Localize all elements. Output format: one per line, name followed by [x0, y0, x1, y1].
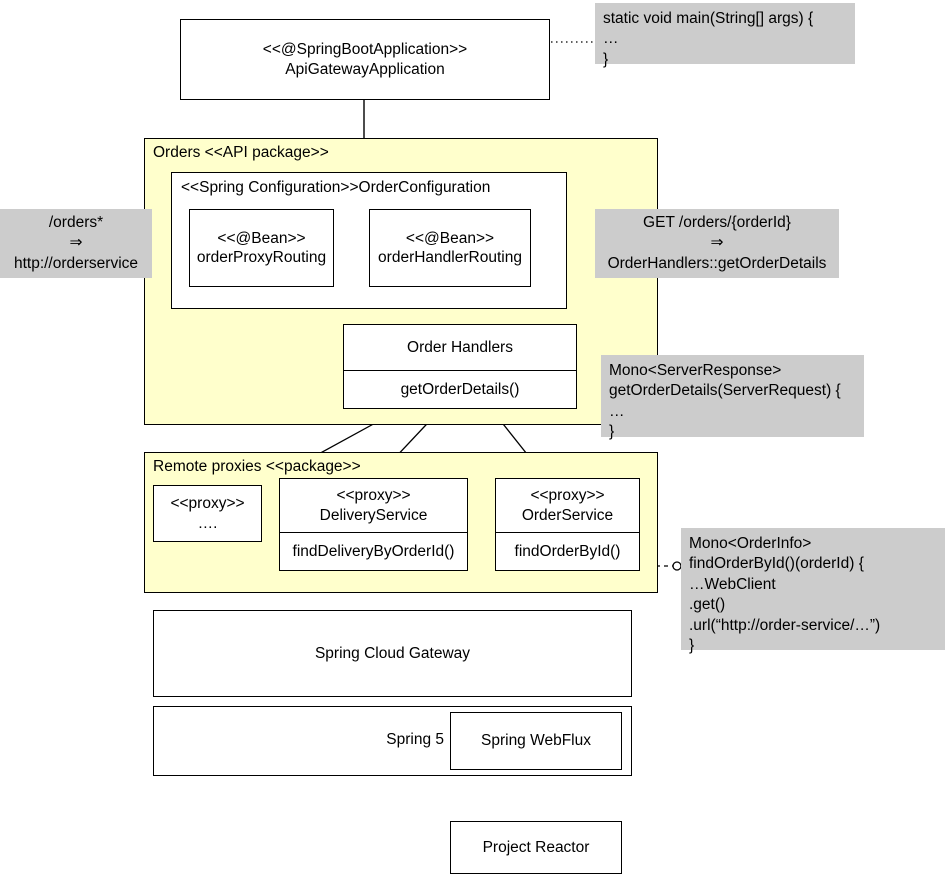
note-get-order-route: GET /orders/{orderId} ⇒ OrderHandlers::g… — [595, 209, 839, 278]
layer-project-reactor[interactable]: Project Reactor — [450, 821, 622, 874]
class-order-handlers[interactable]: Order Handlers getOrderDetails() — [343, 324, 577, 409]
class-proxy-delivery-service[interactable]: <<proxy>> DeliveryService findDeliveryBy… — [279, 478, 468, 571]
class-order-handlers-operations: getOrderDetails() — [400, 380, 520, 398]
note-get-order-details-code: Mono<ServerResponse> getOrderDetails(Ser… — [601, 355, 864, 440]
layer-spring-cloud-gateway[interactable]: Spring Cloud Gateway — [153, 610, 632, 697]
class-proxy-delivery-service-title: <<proxy>> DeliveryService — [280, 479, 467, 533]
note-orders-route: /orders* ⇒ http://orderservice — [0, 209, 152, 278]
layer-spring-5-label: Spring 5 — [386, 731, 444, 748]
class-proxy-delivery-service-operations: findDeliveryByOrderId() — [292, 542, 455, 560]
bean-order-proxy-routing[interactable]: <<@Bean>> orderProxyRouting — [189, 209, 334, 287]
note-find-order-by-id-code: Mono<OrderInfo> findOrderById()(orderId)… — [681, 528, 945, 654]
package-remote-proxies-label: Remote proxies <<package>> — [153, 458, 361, 475]
note-main-method: static void main(String[] args) { … } — [595, 3, 855, 68]
class-order-configuration-label: <<Spring Configuration>>OrderConfigurati… — [181, 179, 491, 196]
class-order-handlers-title: Order Handlers — [344, 325, 576, 371]
layer-spring-webflux[interactable]: Spring WebFlux — [450, 712, 622, 770]
class-proxy-generic[interactable]: <<proxy>> …. — [153, 485, 262, 542]
package-orders-api-label: Orders <<API package>> — [153, 144, 329, 161]
class-api-gateway-application[interactable]: <<@SpringBootApplication>> ApiGatewayApp… — [180, 19, 550, 100]
class-proxy-order-service-operations: findOrderById() — [514, 542, 621, 560]
bean-order-handler-routing[interactable]: <<@Bean>> orderHandlerRouting — [369, 209, 531, 287]
class-proxy-order-service[interactable]: <<proxy>> OrderService findOrderById() — [495, 478, 640, 571]
class-proxy-order-service-title: <<proxy>> OrderService — [496, 479, 639, 533]
